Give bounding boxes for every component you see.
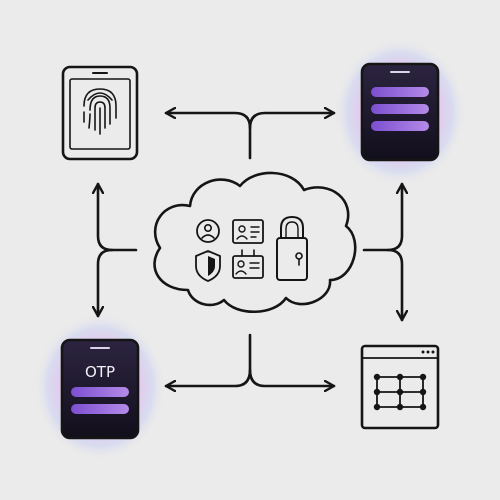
connector-right <box>362 182 402 322</box>
padlock-icon <box>276 216 308 281</box>
password-bar <box>371 121 429 131</box>
connector-bottom <box>164 333 336 386</box>
password-bar <box>371 87 429 97</box>
badge-icon <box>232 249 264 279</box>
connector-top <box>164 113 336 160</box>
user-avatar-icon <box>196 219 220 243</box>
password-tablet <box>334 38 466 186</box>
cloud-icon <box>153 171 357 313</box>
password-bar <box>371 104 429 114</box>
fingerprint-tablet <box>61 65 139 161</box>
otp-tablet: OTP <box>34 313 166 461</box>
otp-bar <box>71 404 129 414</box>
otp-label: OTP <box>85 363 115 381</box>
otp-bar <box>71 387 129 397</box>
pattern-lock-icon <box>373 373 427 411</box>
id-card-icon <box>232 219 264 244</box>
fingerprint-icon <box>83 88 117 135</box>
pattern-lock-window <box>360 344 440 430</box>
connector-left <box>98 182 138 318</box>
shield-icon <box>195 250 221 282</box>
